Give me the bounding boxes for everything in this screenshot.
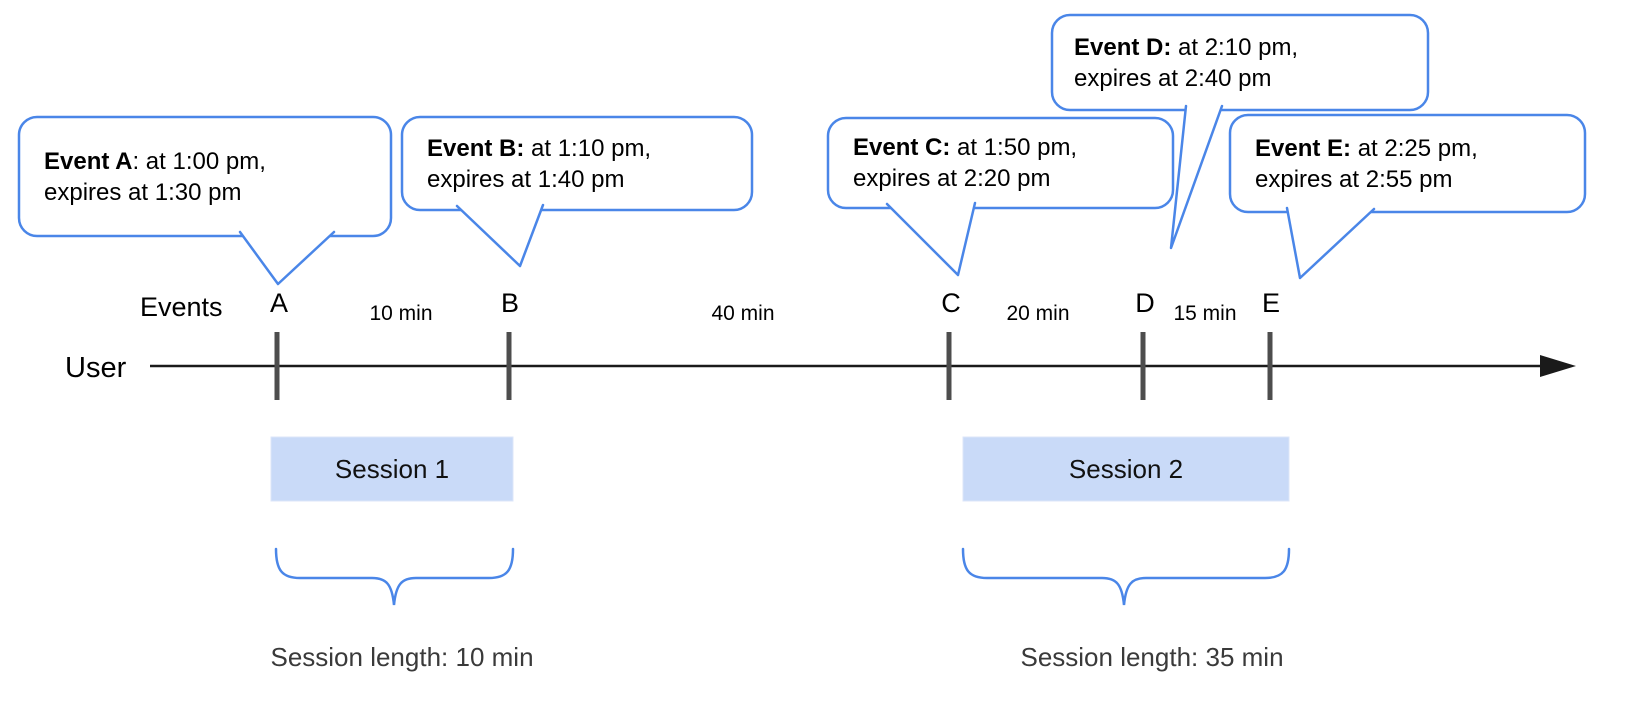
event-mark-b: B [500, 288, 520, 318]
bubble-b-text: Event B: at 1:10 pm, expires at 1:40 pm [402, 117, 752, 210]
interval-a-b: 10 min [369, 302, 433, 325]
session-2-length-label: Session length: 35 min [1020, 642, 1284, 672]
bubble-b-tail [455, 203, 545, 268]
bubble-d-tail [1169, 104, 1224, 250]
tick-e [1267, 332, 1273, 400]
bubble-c-tail [885, 201, 977, 277]
tick-d [1140, 332, 1146, 400]
bubble-e-tail [1285, 206, 1376, 280]
bubble-b-shape [400, 115, 754, 212]
session-1-label: Session 1 [334, 453, 450, 484]
bubble-e-text: Event E: at 2:25 pm, expires at 2:55 pm [1230, 115, 1585, 212]
event-mark-e: E [1261, 288, 1281, 318]
tick-c [946, 332, 952, 400]
bubble-a-shape [17, 115, 393, 238]
bubble-a-line1: Event A: at 1:00 pm, [44, 147, 266, 175]
session-1-box [270, 436, 514, 502]
bubble-e-shape [1228, 113, 1587, 214]
event-mark-d: D [1135, 288, 1155, 318]
bubble-b-line2: expires at 1:40 pm [427, 165, 625, 193]
user-axis-label: User [65, 352, 127, 384]
brace-session-2 [961, 547, 1291, 606]
tick-a [274, 332, 280, 400]
event-mark-c: C [941, 288, 961, 318]
session-2-label: Session 2 [1068, 453, 1184, 484]
bubble-d-shape [1050, 13, 1430, 112]
bubble-c-line2: expires at 2:20 pm [853, 165, 1051, 192]
interval-b-c: 40 min [711, 302, 775, 325]
bubble-b-line1: Event B: at 1:10 pm, [427, 134, 652, 162]
bubble-d-line1: Event D: at 2:10 pm, [1074, 33, 1299, 61]
timeline-arrowhead-icon [1540, 355, 1576, 377]
bubble-e-line1: Event E: at 2:25 pm, [1255, 134, 1478, 162]
tick-b [506, 332, 512, 400]
brace-session-1 [274, 547, 515, 606]
session-1-length-label: Session length: 10 min [270, 642, 534, 672]
interval-d-e: 15 min [1173, 302, 1237, 325]
bubble-c-shape [826, 116, 1175, 210]
bubble-d-line2: expires at 2:40 pm [1074, 64, 1272, 92]
events-row-label: Events [140, 292, 223, 322]
bubble-d-text: Event D: at 2:10 pm, expires at 2:40 pm [1052, 15, 1428, 110]
bubble-a-tail [238, 230, 336, 286]
bubble-c-line1: Event C: at 1:50 pm, [853, 134, 1078, 161]
bubble-a-text: Event A: at 1:00 pm, expires at 1:30 pm [19, 117, 391, 236]
event-mark-a: A [269, 288, 289, 318]
session-2-box [962, 436, 1290, 502]
bubble-e-line2: expires at 2:55 pm [1255, 165, 1453, 193]
bubble-a-line2: expires at 1:30 pm [44, 178, 242, 206]
bubble-c-text: Event C: at 1:50 pm, expires at 2:20 pm [828, 118, 1173, 208]
interval-c-d: 20 min [1006, 302, 1070, 325]
